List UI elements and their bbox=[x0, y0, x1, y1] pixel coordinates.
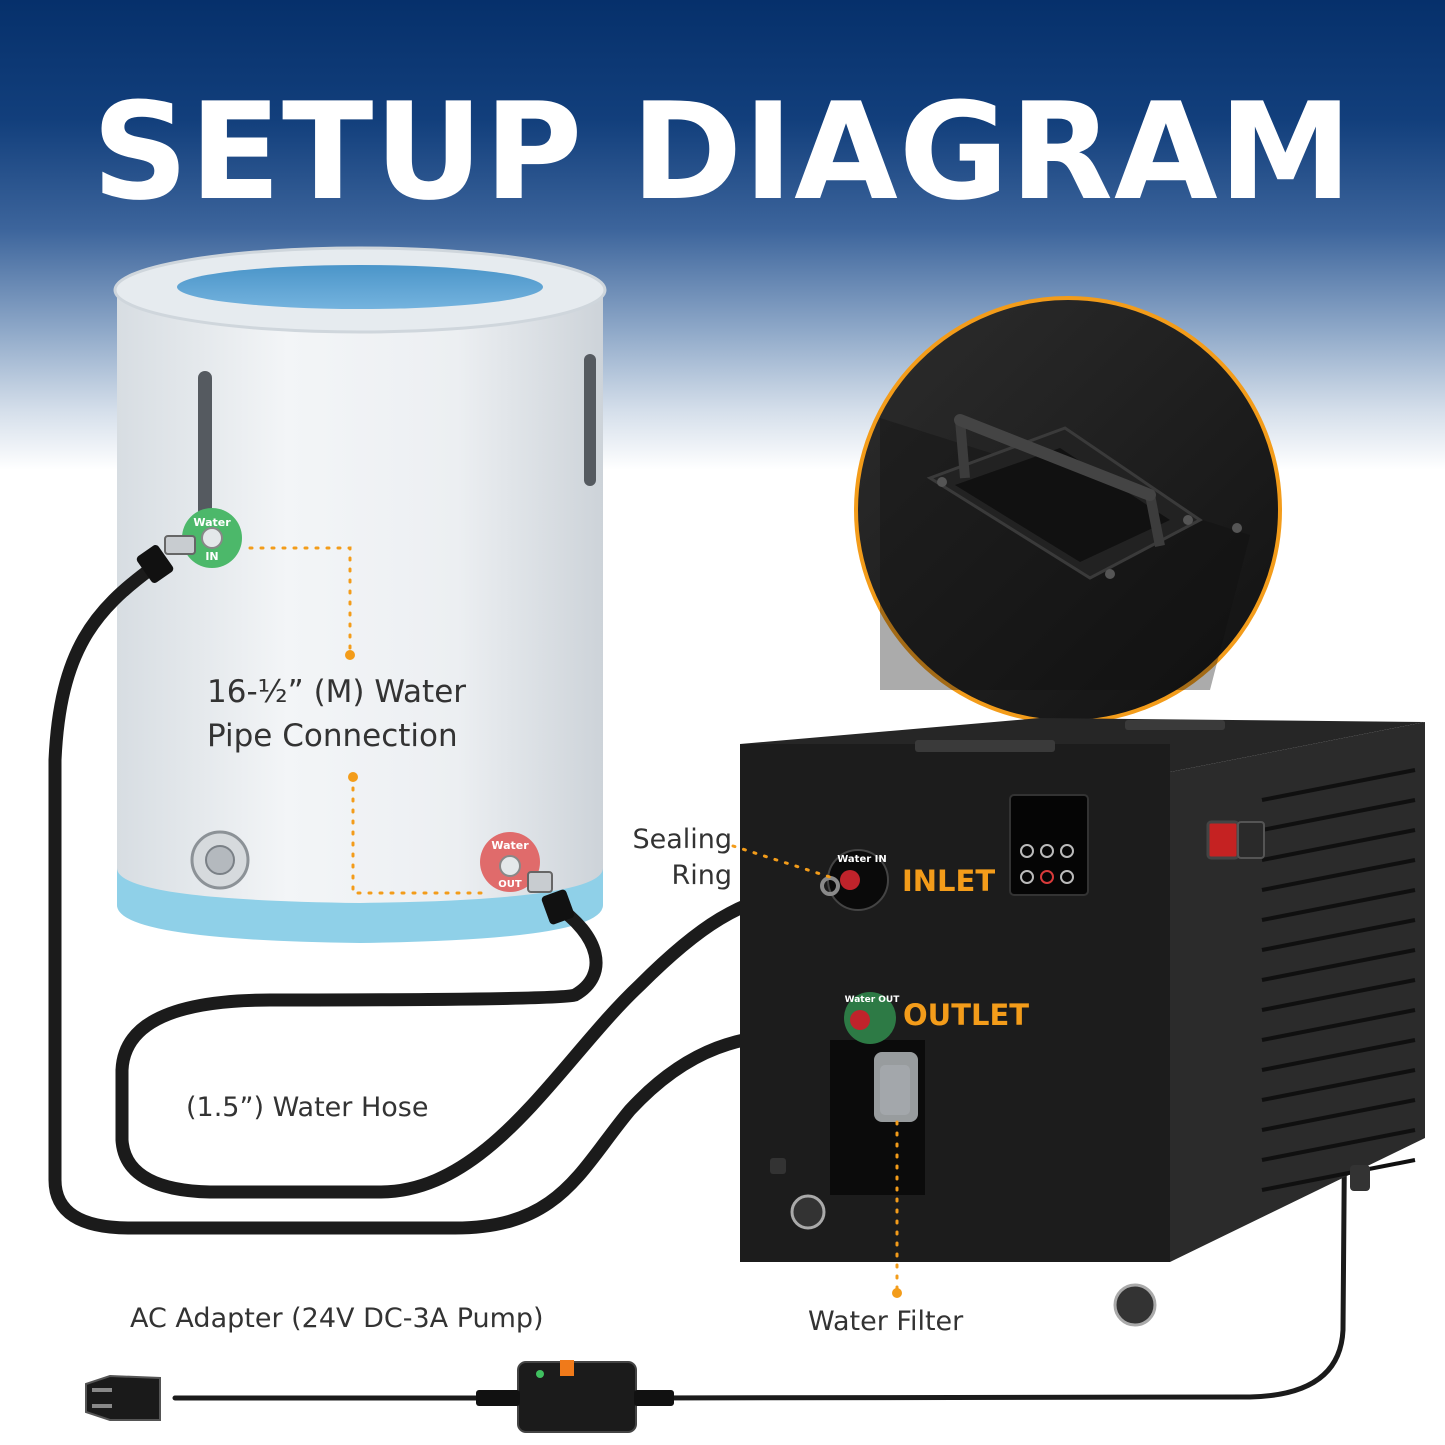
tub-inlet-text-2: IN bbox=[205, 550, 218, 563]
tub-inlet-text: Water bbox=[193, 516, 231, 529]
chiller-outlet-port: Water OUT bbox=[844, 992, 900, 1044]
chiller-side bbox=[1170, 722, 1425, 1262]
chiller-vent-grille bbox=[1261, 768, 1416, 1192]
water-chiller: Water IN Water OUT bbox=[740, 718, 1425, 1327]
hose-connector-1 bbox=[136, 545, 174, 583]
power-switch bbox=[1206, 820, 1240, 860]
handle-detail-zoom bbox=[854, 296, 1282, 724]
panel-button-timer-icon bbox=[1060, 870, 1074, 884]
sealing-ring-label: Sealing Ring bbox=[612, 822, 732, 894]
ac-adapter-label: AC Adapter (24V DC-3A Pump) bbox=[130, 1303, 544, 1334]
tub-inlet-port: Water IN bbox=[182, 508, 242, 568]
sealing-ring-label-line2: Ring bbox=[671, 860, 732, 891]
ac-adapter bbox=[85, 1360, 674, 1433]
adapter-box bbox=[517, 1361, 637, 1433]
power-plug-icon bbox=[85, 1374, 161, 1421]
tub-outlet-fitting bbox=[527, 871, 553, 893]
panel-button-mode-icon bbox=[1020, 870, 1034, 884]
tub-body bbox=[117, 292, 603, 938]
chiller-top-handle bbox=[915, 740, 1055, 752]
panel-button-minus-icon bbox=[1060, 844, 1074, 858]
leader-lines bbox=[248, 546, 899, 1295]
inlet-label: INLET bbox=[902, 864, 996, 898]
tub-outlet-text: Water bbox=[491, 839, 529, 852]
page-title: SETUP DIAGRAM bbox=[91, 74, 1354, 230]
tub-water bbox=[177, 265, 543, 309]
hose-connector-2 bbox=[541, 889, 575, 925]
chiller-front bbox=[740, 744, 1170, 1262]
ice-bath-tub: Water IN Water OUT bbox=[113, 246, 607, 943]
chiller-top-handle-2 bbox=[1125, 720, 1225, 730]
pipe-connection-label: 16-½” (M) Water Pipe Connection bbox=[207, 670, 466, 758]
sealing-ring-label-line1: Sealing bbox=[632, 824, 732, 855]
chiller-outlet-port-text: Water OUT bbox=[845, 995, 901, 1005]
pipe-connection-label-line2: Pipe Connection bbox=[207, 718, 458, 754]
pipe-connection-label-line1: 16-½” (M) Water bbox=[207, 674, 467, 710]
water-hose-label: (1.5”) Water Hose bbox=[186, 1092, 429, 1123]
tub-bottom-band bbox=[117, 868, 603, 943]
water-filter-label: Water Filter bbox=[808, 1306, 964, 1337]
panel-button-power-icon bbox=[1040, 844, 1054, 858]
hose-tub-out-to-inlet bbox=[115, 883, 807, 1199]
handle-icon bbox=[926, 414, 1242, 580]
chiller-inlet-port-text: Water IN bbox=[837, 854, 887, 865]
caster-wheels bbox=[770, 1158, 1370, 1327]
tub-outlet-text-2: OUT bbox=[498, 879, 522, 890]
tub-inlet-fitting bbox=[164, 535, 196, 555]
leader-pipe-top bbox=[248, 546, 352, 657]
power-socket bbox=[1237, 821, 1265, 859]
panel-button-heat-icon bbox=[1040, 870, 1054, 884]
chiller-inlet-port: Water IN bbox=[827, 849, 889, 911]
water-hoses bbox=[48, 561, 1348, 1401]
hose-tub-in-to-outlet bbox=[48, 561, 807, 1235]
tub-outlet-port: Water OUT bbox=[480, 832, 540, 892]
outlet-label: OUTLET bbox=[903, 998, 1030, 1032]
panel-button-plus-icon bbox=[1020, 844, 1034, 858]
